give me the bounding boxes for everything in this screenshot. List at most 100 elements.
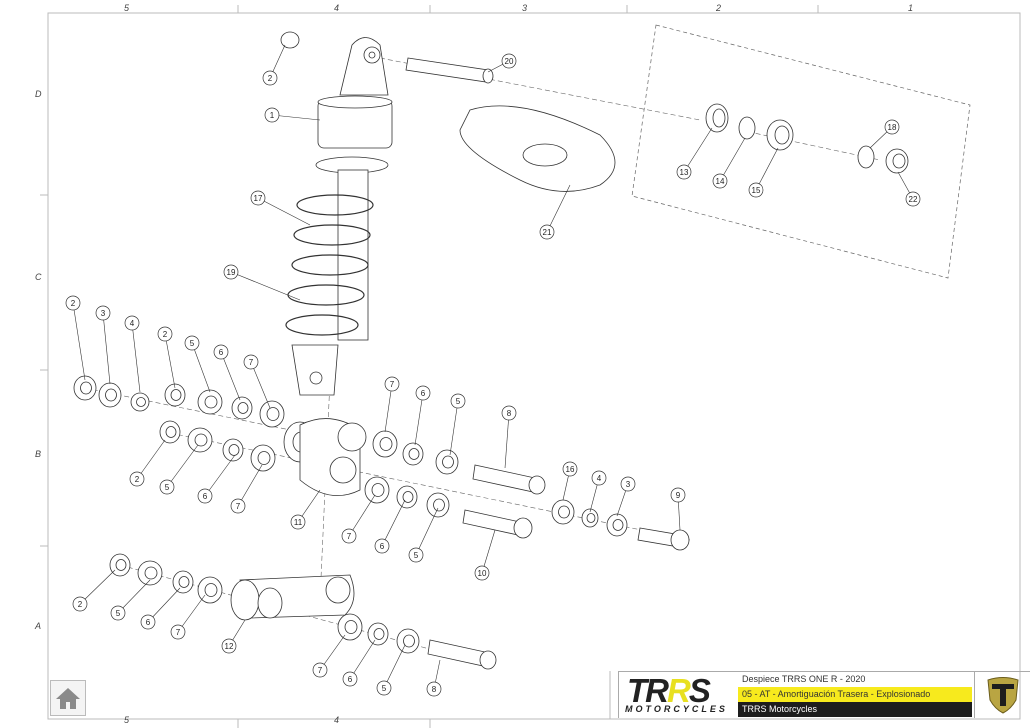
component-part xyxy=(606,513,628,537)
component-part xyxy=(402,442,424,466)
part-number: 2 xyxy=(78,600,83,609)
component-part xyxy=(426,492,450,518)
part-number-balloon: 7 xyxy=(312,634,346,678)
part-number: 7 xyxy=(176,628,181,637)
zone-column-4: 4 xyxy=(334,3,340,13)
drawing-subtitle: 05 - AT - Amortiguación Trasera - Explos… xyxy=(738,687,972,702)
component-part xyxy=(367,622,389,646)
part-number: 7 xyxy=(318,666,323,675)
part-number-balloon: 8 xyxy=(426,659,442,697)
zone-column-5: 5 xyxy=(124,3,130,13)
zone-bottom-column-4: 4 xyxy=(334,715,340,725)
part-number-balloon: 20 xyxy=(487,53,517,73)
part-number: 10 xyxy=(478,569,487,578)
part-number: 7 xyxy=(236,502,241,511)
component-part xyxy=(222,438,244,462)
part-number: 6 xyxy=(348,675,353,684)
part-number-balloon: 6 xyxy=(414,385,431,446)
part-number: 5 xyxy=(456,397,461,406)
zone-column-2: 2 xyxy=(716,3,722,13)
part-number: 6 xyxy=(421,389,426,398)
part-number-balloon: 7 xyxy=(341,494,376,544)
home-icon xyxy=(56,688,80,709)
home-button[interactable] xyxy=(50,680,86,716)
part-number: 21 xyxy=(543,228,552,237)
part-number-balloon: 5 xyxy=(376,644,406,696)
drawing-title: Despiece TRRS ONE R - 2020 xyxy=(738,672,972,687)
part-number: 3 xyxy=(626,480,631,489)
part-number-balloon: 7 xyxy=(243,354,271,409)
part-number-balloon: 6 xyxy=(140,587,181,630)
part-number: 6 xyxy=(219,348,224,357)
part-number-balloon: 1 xyxy=(264,107,321,123)
component-part xyxy=(551,499,575,525)
shock-absorber xyxy=(285,37,393,396)
part-number: 7 xyxy=(249,358,254,367)
part-number: 2 xyxy=(163,330,168,339)
part-number-balloon: 7 xyxy=(170,594,206,640)
part-number: 18 xyxy=(888,123,897,132)
part-number-balloon: 12 xyxy=(221,619,246,654)
part-number: 7 xyxy=(347,532,352,541)
part-number-balloon: 21 xyxy=(539,184,571,240)
component-part xyxy=(109,553,131,577)
component-part xyxy=(197,576,223,604)
part-number: 15 xyxy=(752,186,761,195)
part-number-balloon: 2 xyxy=(129,439,166,487)
part-number: 6 xyxy=(146,618,151,627)
part-number: 19 xyxy=(227,268,236,277)
drawing-company: TRRS Motorcycles xyxy=(738,702,972,717)
part-number: 2 xyxy=(268,74,273,83)
part-number-balloon: 14 xyxy=(712,137,746,189)
part-number-balloon: 9 xyxy=(670,487,686,531)
zone-row-d: D xyxy=(35,89,42,99)
part-number-balloon: 2 xyxy=(262,44,286,86)
zone-column-1: 1 xyxy=(908,3,914,13)
part-number: 14 xyxy=(716,177,725,186)
part-number: 3 xyxy=(101,309,106,318)
part-number-balloon: 18 xyxy=(869,119,900,149)
part-number: 9 xyxy=(676,491,681,500)
part-number: 13 xyxy=(680,168,689,177)
part-number: 6 xyxy=(203,492,208,501)
part-number: 1 xyxy=(270,111,275,120)
part-number: 4 xyxy=(130,319,135,328)
part-number: 7 xyxy=(390,380,395,389)
part-number: 20 xyxy=(505,57,514,66)
part-number-balloon: 13 xyxy=(676,127,713,180)
part-number-balloon: 2 xyxy=(72,569,116,612)
part-number: 5 xyxy=(190,339,195,348)
component-part xyxy=(137,560,163,586)
trrs-logo: TRRS MOTORCYCLES xyxy=(618,672,737,718)
part-number: 2 xyxy=(71,299,76,308)
part-number-balloon: 19 xyxy=(223,264,301,301)
component-part xyxy=(98,382,122,408)
part-number-balloon: 5 xyxy=(449,393,466,456)
part-number: 11 xyxy=(294,518,303,527)
part-number-balloon: 5 xyxy=(110,579,151,621)
part-number-balloon: 3 xyxy=(616,476,636,517)
part-number-balloon: 7 xyxy=(230,464,263,514)
part-number: 22 xyxy=(909,195,918,204)
part-number-balloon: 4 xyxy=(124,315,141,393)
component-part xyxy=(187,427,213,453)
component-part xyxy=(172,570,194,594)
component-part xyxy=(73,375,97,401)
part-number-balloon: 7 xyxy=(384,376,400,433)
zone-row-a: A xyxy=(35,621,42,631)
part-number-balloon: 5 xyxy=(159,444,199,495)
part-number-balloon: 6 xyxy=(342,639,376,687)
component-part xyxy=(130,392,150,412)
zone-row-b: B xyxy=(35,449,42,459)
part-number-balloon: 22 xyxy=(897,171,921,207)
component-part xyxy=(159,420,181,444)
part-number-balloon: 11 xyxy=(290,489,321,530)
part-number-balloon: 6 xyxy=(374,499,406,554)
part-number: 6 xyxy=(380,542,385,551)
part-number: 17 xyxy=(254,194,263,203)
trrs-shield-logo xyxy=(974,672,1030,718)
part-number-balloon: 17 xyxy=(250,190,311,226)
part-number: 5 xyxy=(382,684,387,693)
part-number: 4 xyxy=(597,474,602,483)
part-number-balloon: 4 xyxy=(589,470,607,513)
